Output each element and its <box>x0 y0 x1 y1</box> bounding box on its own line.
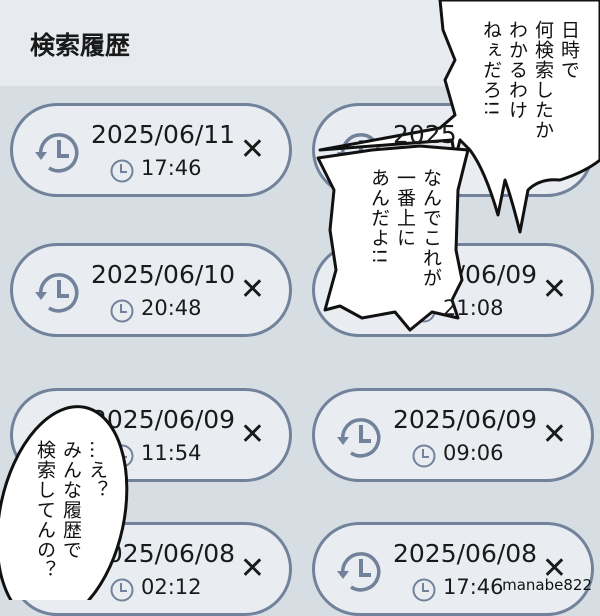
history-time: 02:12 <box>141 575 202 599</box>
delete-history-button[interactable]: ✕ <box>239 417 265 452</box>
history-date: 2025/06/09 <box>393 405 538 434</box>
clock-icon <box>412 444 436 468</box>
history-time: 20:48 <box>141 296 202 320</box>
history-icon <box>35 273 79 313</box>
delete-history-button[interactable]: ✕ <box>239 551 265 586</box>
delete-history-button[interactable]: ✕ <box>239 132 265 167</box>
delete-history-button[interactable]: ✕ <box>239 272 265 307</box>
speech-text-bottom-left: …え？ みんな履歴で 検索してんの？ <box>34 440 108 580</box>
page-title: 検索履歴 <box>30 31 131 60</box>
speech-text-top-right: 日時で 何検索したか わかるわけ ねぇだろ!! <box>480 20 580 140</box>
speech-text-middle: なんでこれが 一番上に あんだよ!! <box>368 168 442 288</box>
history-time: 09:06 <box>443 441 504 465</box>
history-date: 2025/06/10 <box>91 260 236 289</box>
history-icon <box>35 133 79 173</box>
history-item[interactable]: 2025/06/11 17:46 ✕ <box>10 103 292 197</box>
history-time: 17:46 <box>443 575 504 599</box>
delete-history-button[interactable]: ✕ <box>541 417 567 452</box>
watermark: manabe822 <box>502 576 592 594</box>
history-date: 2025/06/11 <box>91 120 236 149</box>
speech-bubbles <box>0 0 600 600</box>
speech-bubble-top-right <box>318 0 600 234</box>
history-time: 21:08 <box>443 296 504 320</box>
delete-history-button[interactable]: ✕ <box>541 551 567 586</box>
history-icon <box>337 552 381 592</box>
clock-icon <box>110 159 134 183</box>
speech-bubble-middle <box>316 144 470 332</box>
history-date: 2025/06/08 <box>393 539 538 568</box>
history-item[interactable]: 2025/06/09 09:06 ✕ <box>312 388 594 482</box>
clock-icon <box>110 299 134 323</box>
history-date: 2025 <box>393 120 457 149</box>
delete-history-button[interactable]: ✕ <box>541 272 567 307</box>
history-time: 17:46 <box>141 156 202 180</box>
history-icon <box>337 418 381 458</box>
history-time: 11:54 <box>141 441 202 465</box>
history-date: 2025/06/09 <box>91 405 236 434</box>
history-item[interactable]: 2025/06/10 20:48 ✕ <box>10 243 292 337</box>
speech-bubble-bottom-left <box>0 405 129 600</box>
